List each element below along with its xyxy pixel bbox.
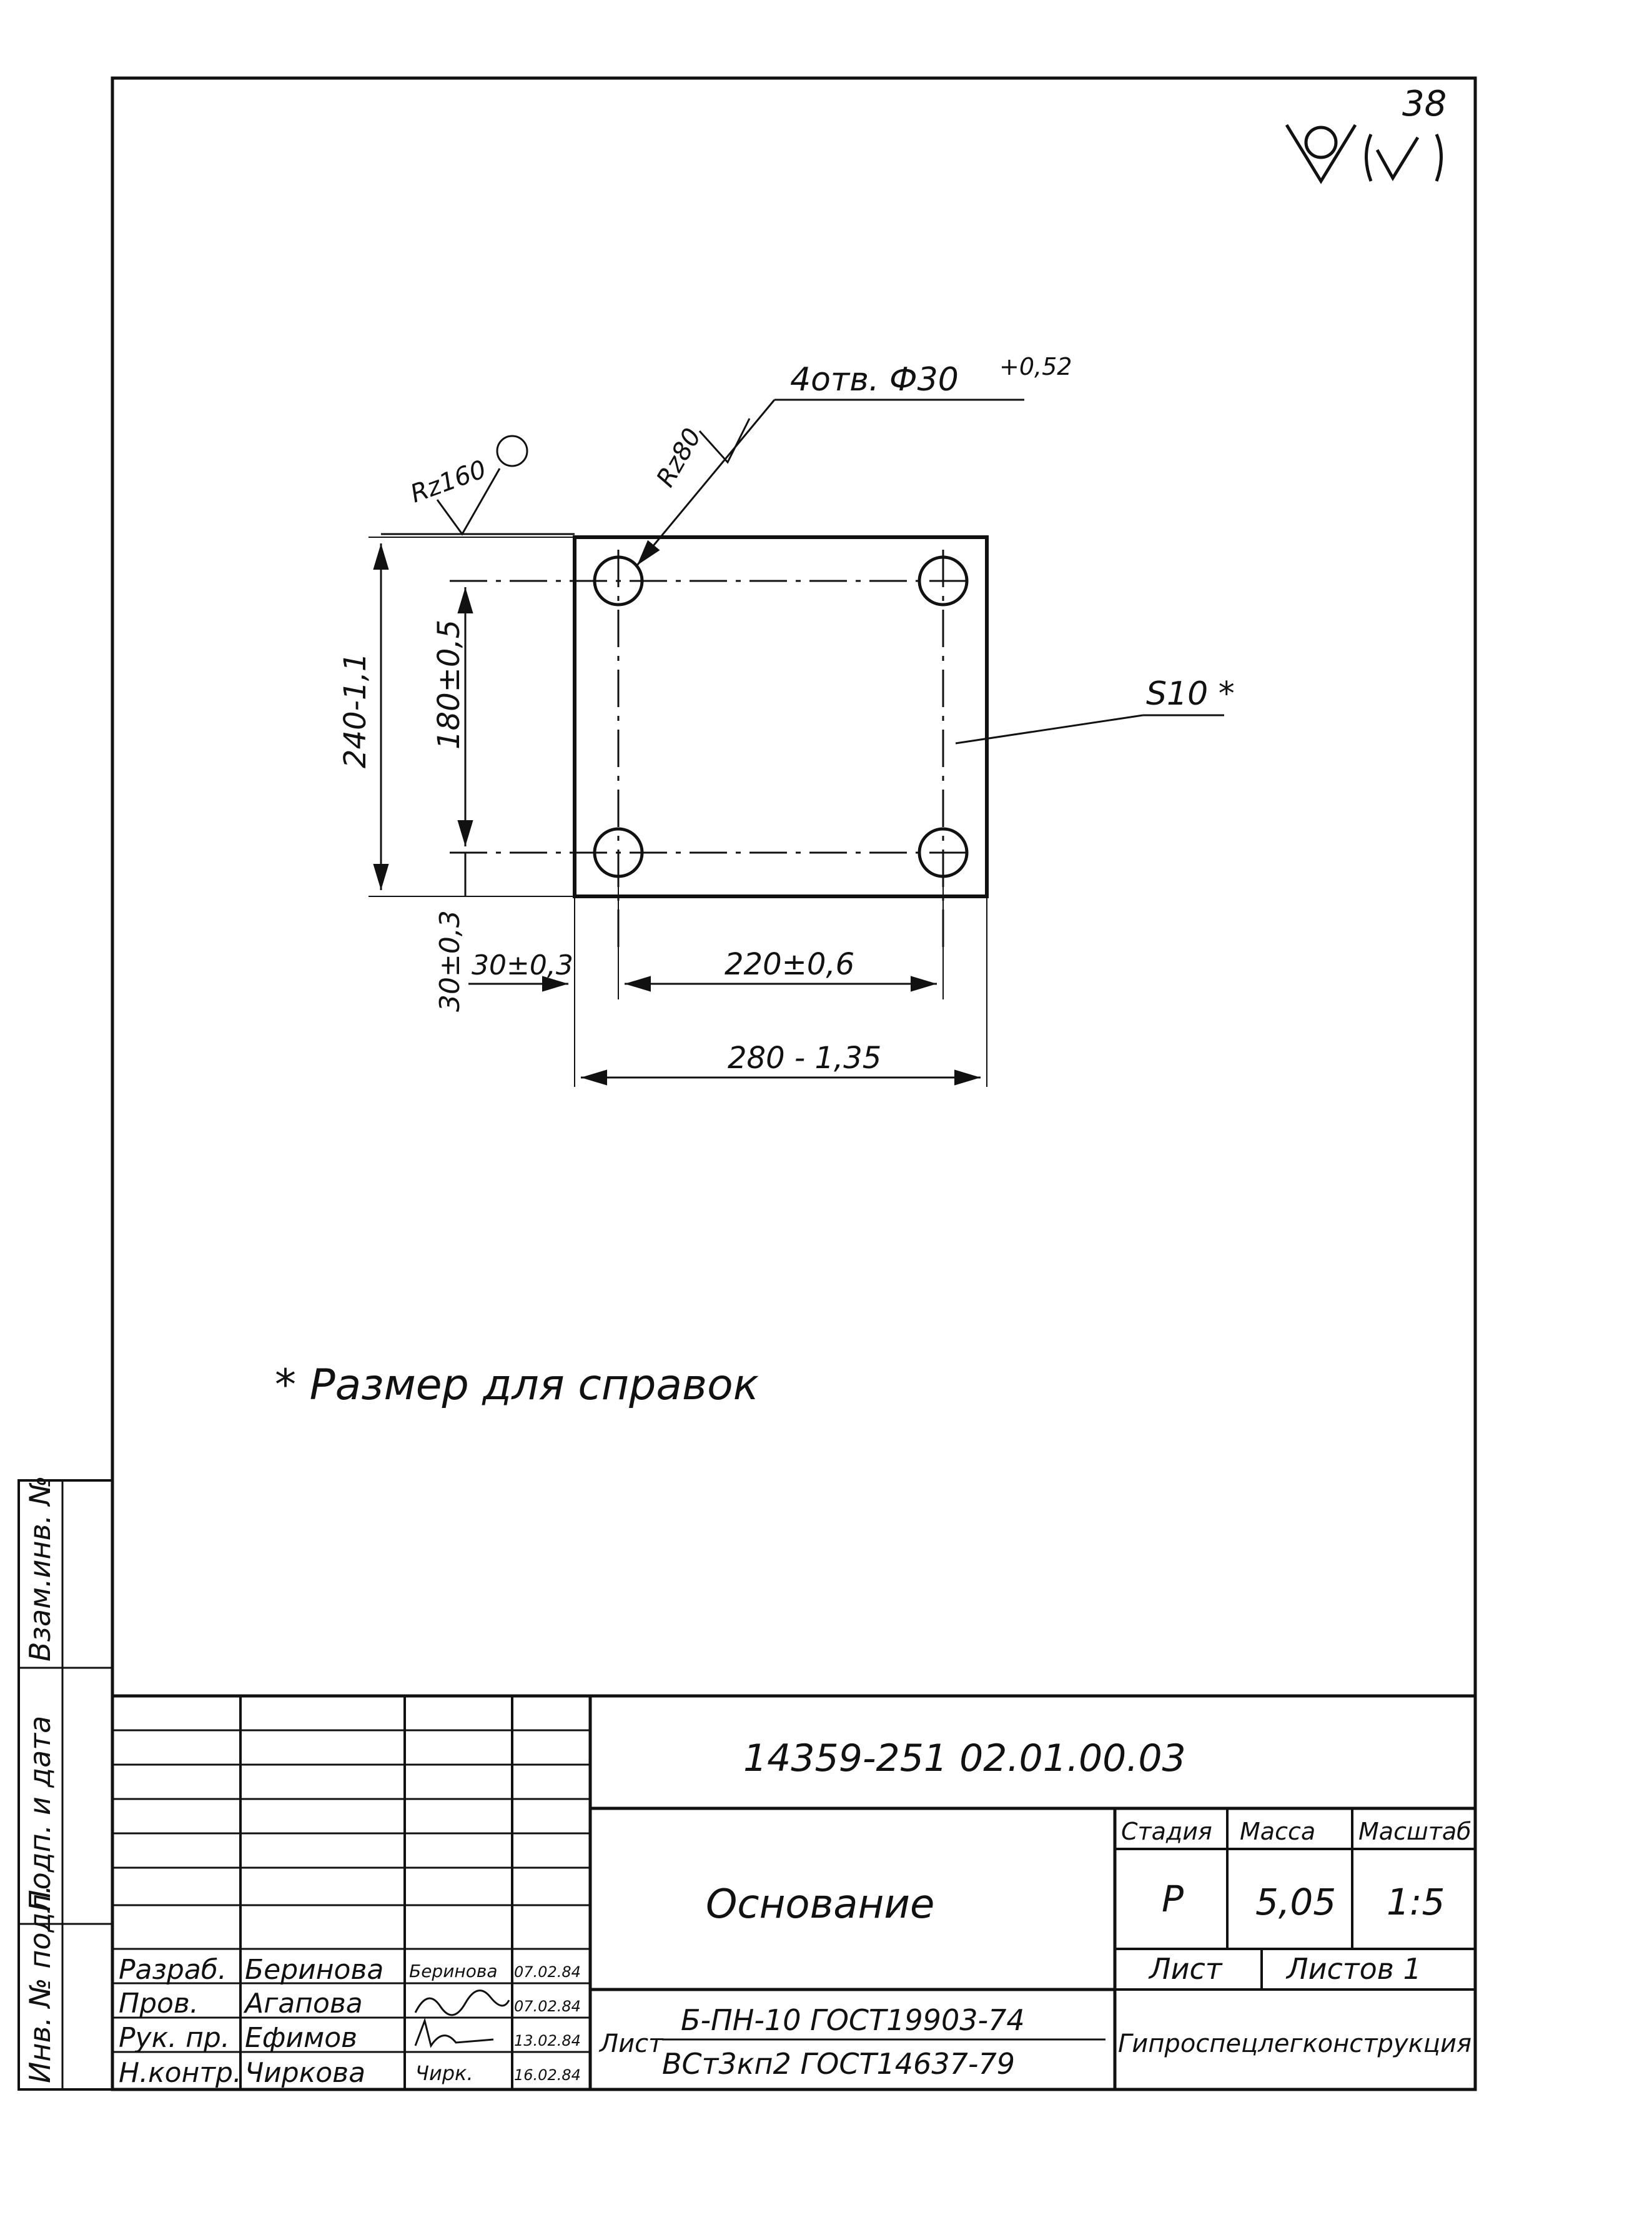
designation: 14359-251 02.01.00.03 (743, 1737, 1186, 1780)
signature-scribble-icon (414, 1990, 510, 2016)
signature-row-0: Разраб. Беринова Беринова 07.02.84 (119, 1954, 581, 1986)
sheets-label: Листов 1 (1285, 1952, 1422, 1986)
signature-row-1: Пров. Агапова 07.02.84 (119, 1988, 581, 2019)
role: Разраб. (119, 1954, 227, 1986)
hole-top-right (918, 555, 969, 607)
stamp-vzam-inv: Взам.инв. № (23, 1475, 57, 1662)
dim-height-total-label: 240-1,1 (338, 653, 373, 768)
dim-width-holes: 30±0,3 220±0,6 (468, 875, 987, 1087)
plate-outline (573, 535, 989, 898)
part-name: Основание (706, 1881, 934, 1928)
sheet-label: Лист (1148, 1952, 1223, 1986)
mass-header: Масса (1240, 1818, 1315, 1845)
roughness-hole-label: Rz80 (651, 424, 707, 492)
roughness-edge-label: Rz160 (407, 455, 490, 508)
plate-view (450, 535, 989, 956)
date: 07.02.84 (514, 1963, 581, 1981)
date: 13.02.84 (514, 2032, 581, 2049)
stage-header: Стадия (1121, 1818, 1212, 1845)
hole-tolerance: +0,52 (999, 353, 1072, 380)
dim-height-holes: 180±0,5 (432, 587, 473, 846)
scale-header: Масштаб (1358, 1818, 1471, 1845)
dim-height-total: 240-1,1 (338, 537, 575, 897)
signature: Беринова (409, 1961, 498, 1981)
signature-scribble-icon (414, 2017, 494, 2048)
dim-width-holes-label: 220±0,6 (725, 947, 854, 982)
role: Н.контр. (119, 2057, 242, 2089)
stamp-inv-podl: Инв. № подл. (23, 1885, 57, 2083)
hole-callout: 4отв. Ф30 (790, 361, 959, 399)
signature-row-2: Рук. пр. Ефимов 13.02.84 (119, 2017, 581, 2054)
scale-value: 1:5 (1387, 1881, 1445, 1923)
hole-leader: 4отв. Ф30 +0,52 (636, 353, 1072, 566)
stamp-podp-data: Подп. и дата (23, 1716, 57, 1911)
roughness-hole-icon: Rz80 (651, 418, 751, 492)
dim-edge-vertical-label: 30±0,3 (434, 910, 466, 1012)
person-name: Беринова (245, 1954, 383, 1986)
hole-top-left (593, 555, 644, 607)
date: 16.02.84 (514, 2066, 581, 2084)
organization: Гипроспецлегконструкция (1118, 2029, 1471, 2058)
roughness-general-icon (1285, 124, 1443, 184)
roughness-edge-icon: Rz160 (381, 435, 575, 536)
dim-height-holes-label: 180±0,5 (432, 620, 467, 750)
side-stamp: Взам.инв. № Подп. и дата Инв. № подл. (17, 1475, 114, 2091)
person-name: Чиркова (245, 2057, 365, 2089)
material-line1: Б-ПН-10 ГОСТ19903-74 (681, 2003, 1025, 2037)
dim-edge-vertical: 30±0,3 (434, 853, 467, 1012)
role: Пров. (119, 1988, 199, 2019)
sheet-number: 38 (1402, 84, 1447, 124)
role: Рук. пр. (119, 2022, 230, 2054)
thickness-callout: S10 * (955, 675, 1235, 745)
stage-value: Р (1162, 1878, 1184, 1920)
material-line2: ВСт3кп2 ГОСТ14637-79 (662, 2047, 1015, 2081)
thickness-label: S10 * (1146, 675, 1235, 713)
person-name: Ефимов (245, 2022, 357, 2054)
date: 07.02.84 (514, 1998, 581, 2015)
title-block: 14359-251 02.01.00.03 Основание Стадия М… (112, 1694, 1475, 2089)
material-prefix: Лист (598, 2029, 664, 2058)
mass-value: 5,05 (1255, 1881, 1336, 1923)
dim-width-total-label: 280 - 1,35 (728, 1041, 881, 1076)
reference-note: * Размер для справок (275, 1360, 759, 1410)
person-name: Агапова (243, 1988, 363, 2019)
signature: Чирк. (415, 2061, 473, 2085)
signature-row-3: Н.контр. Чиркова Чирк. 16.02.84 (119, 2057, 581, 2089)
dim-width-total: 280 - 1,35 (581, 1041, 981, 1086)
dim-edge-horizontal-label: 30±0,3 (472, 949, 573, 981)
sheet-frame (111, 76, 1477, 2091)
